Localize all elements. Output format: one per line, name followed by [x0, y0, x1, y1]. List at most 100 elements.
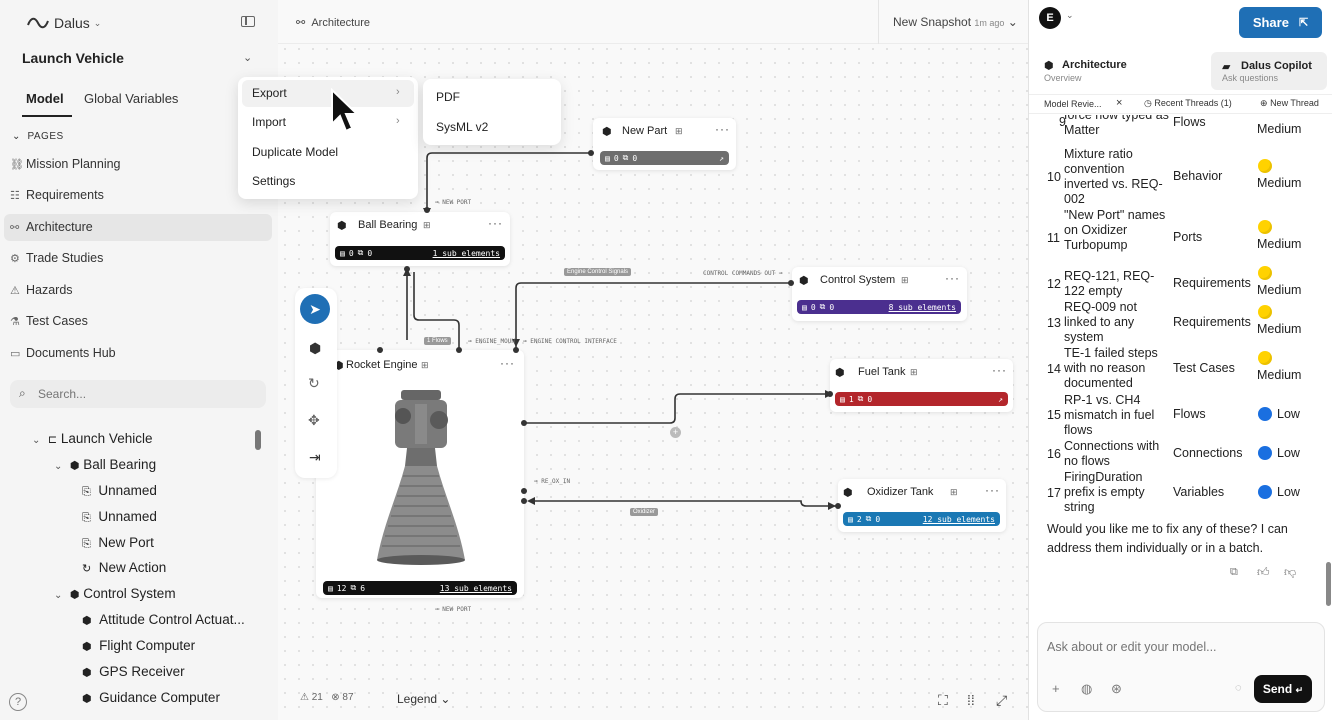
edge-tag[interactable]: Oxidizer	[630, 508, 659, 516]
search-input[interactable]	[38, 384, 258, 404]
port[interactable]	[521, 488, 527, 494]
sub-elements-link[interactable]: 8 sub elements	[888, 302, 956, 312]
port[interactable]	[788, 280, 794, 286]
breadcrumb[interactable]: ⚯ Architecture	[296, 17, 371, 29]
tree-item-ball-bearing[interactable]: ⌄ ⬢ Ball Bearing	[54, 457, 157, 472]
page-mission-planning[interactable]: ⛓Mission Planning	[10, 157, 121, 171]
scrollbar-thumb[interactable]	[255, 430, 261, 450]
menu-item-export[interactable]: Export	[252, 86, 287, 100]
tree-item-unnamed-2[interactable]: ⎘ Unnamed	[82, 509, 157, 524]
edge-tag[interactable]: 1 Flows	[424, 337, 451, 345]
menu-item-import[interactable]: Import	[252, 115, 287, 129]
more-icon[interactable]: ···	[985, 483, 1000, 497]
tree-item-gps-receiver[interactable]: ⬢ GPS Receiver	[82, 664, 185, 679]
tree-item-new-action[interactable]: ↻ New Action	[82, 560, 167, 575]
recent-threads[interactable]: ◷ Recent Threads (1)	[1144, 98, 1232, 108]
port[interactable]	[513, 347, 519, 353]
tree-item-new-port[interactable]: ⎘ New Port	[82, 535, 154, 550]
tab-architecture[interactable]: ⬢ Architecture Overview	[1044, 59, 1127, 83]
sub-elements-link[interactable]: 12 sub elements	[922, 514, 995, 524]
tree-item-flight-computer[interactable]: ⬢ Flight Computer	[82, 638, 196, 653]
brand-logo[interactable]: Dalus ⌄	[26, 15, 101, 31]
port[interactable]	[424, 207, 430, 213]
chat-input[interactable]	[1047, 636, 1315, 658]
page-trade-studies[interactable]: ⚙Trade Studies	[10, 251, 104, 265]
sidebar-toggle-icon[interactable]	[241, 16, 255, 27]
copy-icon[interactable]: ⧉	[1230, 566, 1238, 578]
cube-tool-icon[interactable]: ⬢	[309, 340, 322, 356]
project-title[interactable]: Launch Vehicle	[22, 50, 124, 66]
pages-header[interactable]: ⌄ PAGES	[12, 131, 64, 142]
expand-icon[interactable]: ⤢	[996, 692, 1008, 708]
chevron-down-icon[interactable]: ⌄	[1066, 10, 1074, 20]
tab-model[interactable]: Model	[26, 91, 64, 106]
edge-tag[interactable]: Engine Control Signals	[564, 268, 632, 276]
close-icon[interactable]: ×	[1116, 97, 1123, 109]
page-test-cases[interactable]: ⚗Test Cases	[10, 314, 88, 328]
plus-icon[interactable]: +	[1052, 681, 1060, 696]
scrollbar-thumb[interactable]	[1326, 562, 1331, 606]
port[interactable]	[827, 391, 833, 397]
grid-icon[interactable]: ⁞⁞	[967, 692, 975, 708]
redo-icon[interactable]: ↻	[308, 375, 320, 391]
thread-tab-model-review[interactable]: Model Revie...	[1044, 99, 1102, 109]
tree-item-launch-vehicle[interactable]: ⌄ ⊏ Launch Vehicle	[32, 431, 153, 446]
issue-counts[interactable]: ⚠ 21 ⊗ 87	[300, 692, 354, 703]
add-connection-icon[interactable]: +	[670, 427, 681, 438]
expand-icon[interactable]: ↗	[998, 394, 1003, 404]
sub-elements-link[interactable]: 13 sub elements	[439, 583, 512, 593]
more-icon[interactable]: ···	[500, 356, 515, 370]
node-new-part[interactable]: ⬢ New Part ⊞ ··· ▤0⧉0↗	[593, 118, 736, 170]
help-icon[interactable]: ?	[9, 693, 27, 711]
port[interactable]	[588, 150, 594, 156]
tree-item-control-system[interactable]: ⌄ ⬢ Control System	[54, 586, 176, 601]
thumbs-up-icon[interactable]: 👍︎	[1257, 565, 1270, 579]
port[interactable]	[835, 503, 841, 509]
port[interactable]	[377, 347, 383, 353]
more-icon[interactable]: ···	[992, 363, 1007, 377]
legend-button[interactable]: Legend ⌄	[397, 692, 451, 706]
chevron-down-icon[interactable]: ⌄	[243, 52, 253, 64]
page-requirements[interactable]: ☷Requirements	[10, 188, 104, 202]
move-icon[interactable]: ✥	[308, 412, 320, 428]
page-hazards[interactable]: ⚠Hazards	[10, 283, 73, 297]
more-icon[interactable]: ···	[715, 122, 730, 136]
node-fuel-tank[interactable]: ⬢ Fuel Tank ⊞ ··· ▤1⧉0↗	[830, 359, 1013, 412]
new-thread-button[interactable]: ⊕ New Thread	[1260, 98, 1319, 108]
tree-item-unnamed-1[interactable]: ⎘ Unnamed	[82, 483, 157, 498]
share-button[interactable]: Share⇱	[1239, 7, 1322, 38]
page-architecture[interactable]: ⚯Architecture	[10, 220, 93, 234]
port[interactable]	[456, 347, 462, 353]
menu-item-settings[interactable]: Settings	[252, 174, 296, 188]
exit-icon[interactable]: ⇥	[309, 449, 321, 465]
fit-view-icon[interactable]: ⛶	[938, 692, 948, 708]
expand-icon[interactable]: ↗	[719, 153, 724, 163]
pointer-tool-icon[interactable]: ➤	[300, 294, 330, 324]
send-button[interactable]: Send ↵	[1254, 675, 1312, 703]
avatar[interactable]: E	[1039, 7, 1061, 29]
page-documents-hub[interactable]: ▭Documents Hub	[10, 346, 116, 360]
menu-item-sysml[interactable]: SysML v2	[436, 120, 489, 134]
sub-elements-link[interactable]: 1 sub elements	[432, 248, 500, 258]
port[interactable]	[521, 420, 527, 426]
tab-dalus-copilot[interactable]: ▰ Dalus Copilot Ask questions	[1211, 52, 1327, 90]
snapshot-selector[interactable]: New Snapshot 1m ago ⌄	[893, 15, 1018, 29]
tab-global-variables[interactable]: Global Variables	[84, 91, 179, 106]
menu-item-duplicate-model[interactable]: Duplicate Model	[252, 145, 339, 159]
more-icon[interactable]: ···	[488, 216, 503, 230]
tree-item-guidance-computer[interactable]: ⬢ Guidance Computer	[82, 690, 220, 705]
settings-icon[interactable]: ⊛	[1111, 681, 1122, 696]
globe-icon[interactable]: ◍	[1081, 681, 1093, 696]
port[interactable]	[521, 498, 527, 504]
search-box[interactable]: ⌕	[10, 380, 266, 408]
menu-item-pdf[interactable]: PDF	[436, 90, 460, 104]
thumbs-down-icon[interactable]: 👎︎	[1284, 565, 1297, 579]
port[interactable]	[404, 266, 410, 272]
diagram-canvas[interactable]: ⚯ Architecture New Snapshot 1m ago ⌄ ⬢ N…	[238, 0, 1028, 720]
tree-item-attitude-control[interactable]: ⬢ Attitude Control Actuat...	[82, 612, 245, 627]
more-icon[interactable]: ···	[945, 271, 960, 285]
